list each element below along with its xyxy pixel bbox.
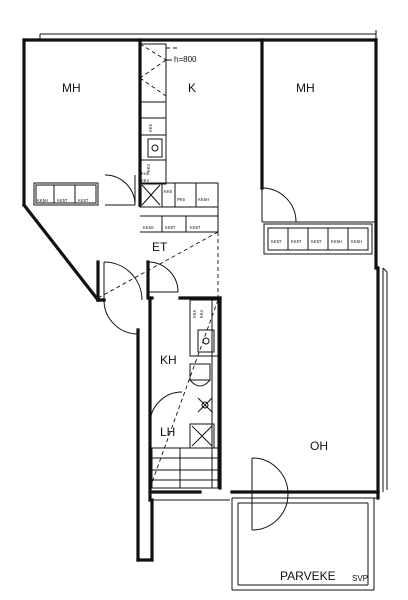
- cabinet-label: KK4: [146, 163, 151, 172]
- cabinet-row-mh-left: KK5H KK5T KK5T: [33, 182, 99, 206]
- room-label-bathroom: KH: [160, 353, 177, 367]
- cabinet-label: KK6: [164, 189, 173, 194]
- cabinet-label: KK5T: [271, 239, 282, 244]
- cabinet-label: KK5: [192, 309, 197, 318]
- kitchen-cabinets: KK5 KK4 KUK KK4 KK6 PK6 KK6H KK5S KK6T K…: [139, 43, 219, 232]
- doors: [103, 174, 297, 531]
- cabinet-label: KK5H: [331, 239, 342, 244]
- cabinet-label: KK5H: [37, 198, 48, 203]
- cabinet-label: KK6T: [190, 225, 201, 230]
- room-label-living: OH: [310, 439, 328, 453]
- cabinet-label: KK5T: [78, 198, 89, 203]
- room-label-entry: ET: [152, 240, 168, 254]
- dashed-lines: [97, 44, 219, 489]
- cabinet-label: KK6H: [198, 197, 209, 202]
- room-label-mh-right: MH: [296, 81, 315, 95]
- bathroom-fixtures: KK5 KK4: [151, 299, 230, 501]
- cabinet-label: KK5: [148, 123, 153, 132]
- cabinet-label: KK4: [141, 178, 150, 183]
- cabinet-label: KK5S: [143, 225, 154, 230]
- cabinet-label: KK6T: [165, 225, 176, 230]
- room-label-balcony: PARVEKE: [280, 569, 336, 583]
- cabinet-label: KK5T: [57, 198, 68, 203]
- height-note: h=800: [174, 55, 197, 64]
- cabinet-label: KK5T: [291, 239, 302, 244]
- room-label-mh-left: MH: [62, 81, 81, 95]
- room-label-kitchen: K: [188, 81, 196, 95]
- room-labels: MH K MH ET KH LH OH PARVEKE h=800 SVP: [62, 55, 368, 583]
- room-label-laundry: LH: [160, 425, 175, 439]
- cabinet-row-mh-right: KK5T KK5T KK5T KK5H KK5H: [263, 223, 373, 255]
- cabinet-label: PK6: [177, 197, 186, 202]
- cabinet-label: KUK: [141, 171, 150, 176]
- cabinet-label: KK4: [199, 309, 204, 318]
- walls: [21, 30, 388, 591]
- cabinet-label: KK5H: [351, 239, 362, 244]
- cabinet-label: KK5T: [311, 239, 322, 244]
- mark-note: SVP: [352, 574, 368, 583]
